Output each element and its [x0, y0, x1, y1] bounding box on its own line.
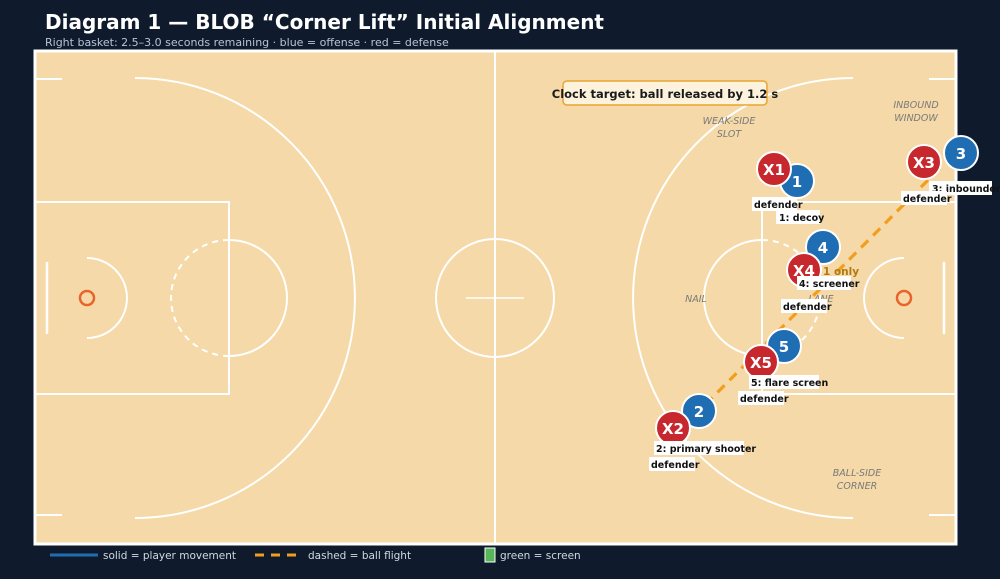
offense-player-3-role: 3: inbounder	[932, 184, 1000, 195]
center-circle	[435, 238, 555, 358]
defense-player-x4-number: X4	[793, 262, 815, 280]
right-restricted-arc	[863, 257, 905, 339]
offense-player-1-number: 1	[792, 173, 802, 191]
label-bg-2	[654, 441, 744, 455]
diagram-subtitle: Right basket: 2.5–3.0 seconds remaining …	[45, 36, 449, 49]
offense-players: 1 2 3 4 5	[681, 135, 979, 429]
defense-players: X1 X2 X3 X4 X5	[655, 144, 942, 446]
left-free-throw-circle-solid	[228, 239, 288, 357]
label-bg-x5	[738, 391, 784, 405]
zone-label-window: WINDOW	[894, 113, 938, 124]
defense-player-x2-role: defender	[651, 460, 700, 471]
offense-player-2-number: 2	[694, 403, 704, 421]
zone-label-slot: SLOT	[717, 129, 743, 140]
zone-label-corner: CORNER	[837, 481, 877, 492]
defense-player-x2[interactable]: X2	[655, 410, 691, 446]
zone-label-weak-side: WEAK-SIDE	[703, 116, 756, 127]
defense-player-x1-number: X1	[763, 161, 785, 179]
defense-player-x1-marker[interactable]	[756, 151, 792, 187]
offense-player-5-number: 5	[779, 338, 789, 356]
label-bg-4	[797, 276, 851, 290]
defense-player-x2-number: X2	[662, 420, 684, 438]
zone-label-inbound: INBOUND	[893, 100, 938, 111]
offense-player-4-number: 4	[818, 239, 828, 257]
label-bg-x3	[901, 191, 947, 205]
legend-screen-label: green = screen	[500, 550, 581, 562]
offense-player-2-role: 2: primary shooter	[656, 444, 756, 455]
left-lane	[34, 201, 230, 395]
diagram-title: Diagram 1 — BLOB “Corner Lift” Initial A…	[45, 10, 604, 34]
label-bg-x4	[781, 299, 827, 313]
label-bg-x2	[649, 457, 695, 471]
label-bg-5	[749, 375, 819, 389]
label-bg-1	[776, 210, 820, 224]
defense-player-x1-role: defender	[754, 200, 803, 211]
right-free-throw-circle-solid	[703, 239, 763, 357]
defense-player-x4-role: defender	[783, 302, 832, 313]
legend-movement-label: solid = player movement	[103, 550, 236, 562]
defense-player-x5-number: X5	[750, 354, 772, 372]
offense-player-2[interactable]: 2	[681, 393, 717, 429]
defense-player-x1[interactable]: X1	[756, 151, 792, 187]
route-note-fragment: 1 only	[823, 266, 859, 278]
offense-player-2-marker[interactable]	[681, 393, 717, 429]
zone-label-ball-side: BALL-SIDE	[833, 468, 881, 479]
right-rim	[895, 289, 913, 307]
legend-screen-swatch	[484, 547, 496, 563]
left-three-point-arc	[134, 77, 356, 519]
zone-label-nail: NAIL	[685, 294, 707, 305]
offense-player-3-marker[interactable]	[943, 135, 979, 171]
defense-player-x3-marker[interactable]	[906, 144, 942, 180]
label-bg-x1	[752, 197, 797, 211]
offense-player-1-role: 1: decoy	[779, 213, 825, 224]
left-restricted-arc	[86, 257, 128, 339]
defense-player-x5-role: defender	[740, 394, 789, 405]
defense-player-x5[interactable]: X5	[743, 344, 779, 380]
left-free-throw-circle-dashed	[170, 239, 230, 357]
player-labels: 1: decoy defender 3: inbounder defender …	[649, 181, 1000, 471]
offense-player-4-role: 4: screener	[799, 279, 860, 290]
callout-text: Clock target: ball released by 1.2 s	[552, 87, 779, 101]
left-rim	[78, 289, 96, 307]
offense-player-5-role: 5: flare screen	[751, 378, 828, 389]
offense-player-3[interactable]: 3	[943, 135, 979, 171]
callout-box	[562, 80, 768, 106]
clock-target-callout: Clock target: ball released by 1.2 s	[552, 80, 779, 106]
offense-player-3-number: 3	[956, 145, 966, 163]
defense-player-x3[interactable]: X3	[906, 144, 942, 180]
right-lane	[761, 201, 957, 395]
legend-ball-flight-label: dashed = ball flight	[308, 550, 412, 562]
defense-player-x3-role: defender	[903, 194, 952, 205]
defense-player-x3-number: X3	[913, 154, 935, 172]
